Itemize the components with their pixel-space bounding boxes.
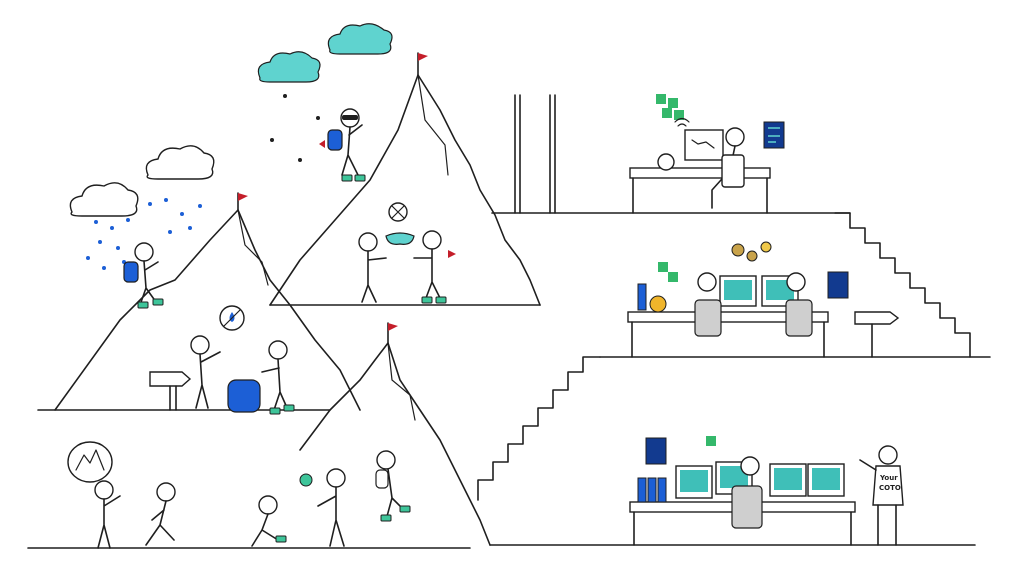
clock-icon	[649, 295, 667, 313]
staircase-lower	[477, 356, 601, 501]
backpack-icon	[227, 379, 261, 413]
lightbulb-icon	[299, 473, 313, 487]
lightbulb-icon	[760, 241, 772, 253]
tile-badge	[763, 121, 785, 149]
goggles-icon	[385, 232, 415, 245]
cloud-icon	[69, 182, 139, 217]
snowflake-icon	[270, 94, 320, 162]
monitor	[684, 129, 724, 161]
staircase-upper	[834, 212, 971, 358]
hiker-pair-backpack	[190, 305, 295, 415]
checkmark-icon	[658, 262, 678, 282]
shirt-text-line2: COTO	[879, 484, 901, 492]
hiker-thinking	[67, 441, 176, 549]
shirt-text-line1: Your	[879, 474, 898, 482]
flag-icon	[388, 323, 398, 331]
hiker-pair-lower	[251, 450, 411, 547]
rain-icon	[86, 198, 202, 270]
presenter-figure: Your COTO	[859, 445, 904, 546]
signpost-icon	[149, 371, 192, 411]
office-desk-top	[629, 127, 771, 214]
flag-icon	[238, 193, 248, 201]
cloud-icon	[257, 51, 321, 83]
office-desk-middle	[627, 272, 829, 358]
climber-rain	[123, 242, 164, 309]
wifi-icon	[674, 117, 690, 127]
checkmark-icon	[706, 436, 716, 446]
hiker-pair-goggles	[358, 202, 456, 304]
flag-icon	[418, 53, 428, 61]
mountain-left	[54, 192, 361, 411]
building-outline	[491, 94, 991, 358]
clock-icon	[657, 153, 675, 171]
cloud-icon	[145, 145, 215, 180]
mountain-center	[269, 52, 541, 306]
tile-badge	[827, 271, 849, 299]
climber-top	[319, 108, 366, 182]
signpost-icon	[854, 311, 900, 358]
gear-icon	[731, 243, 758, 262]
mountain-lower	[299, 322, 491, 546]
office-desk-bottom	[629, 456, 856, 546]
checkmark-icon	[656, 94, 684, 120]
tile-badge	[645, 437, 667, 465]
cloud-icon	[327, 23, 393, 55]
